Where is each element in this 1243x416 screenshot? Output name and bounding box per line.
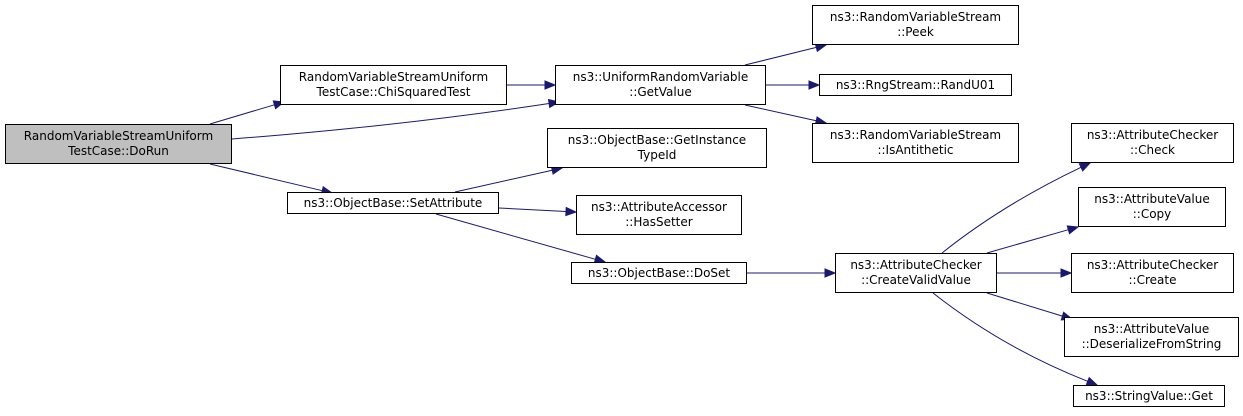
edge-createvalid-to-strget — [932, 292, 1088, 382]
node-chi-squared-test[interactable]: RandomVariableStreamUniform TestCase::Ch… — [280, 65, 507, 105]
edge-createvalid-to-copy — [986, 229, 1069, 254]
node-chi-squared-test-line1: RandomVariableStreamUniform — [298, 70, 489, 84]
node-chi-squared-test-line2: TestCase::ChiSquaredTest — [316, 85, 471, 99]
node-check-line1: ns3::AttributeChecker — [1086, 128, 1219, 142]
node-check-line2: ::Check — [1130, 143, 1175, 157]
arrowhead-chisq-to-urv_getvalue — [544, 80, 557, 90]
edge-createvalid-to-deser — [986, 292, 1063, 317]
node-string-value-get-line1: ns3::StringValue::Get — [1085, 388, 1213, 403]
node-deserialize-from-string-line1: ns3::AttributeValue — [1093, 322, 1210, 336]
node-create-valid-value-line2: ::CreateValidValue — [861, 273, 971, 287]
node-dorun: RandomVariableStreamUniform TestCase::Do… — [5, 124, 232, 164]
node-do-set[interactable]: ns3::ObjectBase::DoSet — [571, 262, 747, 284]
edge-dorun-to-urv_getvalue — [231, 103, 550, 140]
node-has-setter-line1: ns3::AttributeAccessor — [591, 200, 727, 214]
node-has-setter-line2: ::HasSetter — [625, 215, 693, 229]
arrowhead-urv_getvalue-to-randu01 — [808, 80, 821, 90]
node-set-attribute-line1: ns3::ObjectBase::SetAttribute — [303, 195, 483, 210]
node-uniform-get-value[interactable]: ns3::UniformRandomVariable ::GetValue — [555, 65, 766, 105]
node-dorun-line1: RandomVariableStreamUniform — [23, 129, 214, 143]
node-copy-line1: ns3::AttributeValue — [1094, 192, 1210, 206]
edge-setattr-to-gettypeid — [454, 169, 553, 193]
node-create-valid-value[interactable]: ns3::AttributeChecker ::CreateValidValue — [835, 253, 997, 293]
arrowhead-createvalid-to-check — [1078, 162, 1092, 172]
node-check[interactable]: ns3::AttributeChecker ::Check — [1071, 123, 1234, 163]
edge-setattr-to-hassetter — [498, 207, 567, 212]
edge-urv_getvalue-to-isanti — [744, 104, 817, 122]
node-is-antithetic-line2: ::IsAntithetic — [877, 143, 954, 157]
node-get-instance-type-id-line2: TypeId — [637, 148, 677, 162]
node-create[interactable]: ns3::AttributeChecker ::Create — [1071, 253, 1234, 293]
node-deserialize-from-string-line2: ::DeserializeFromString — [1081, 337, 1222, 351]
node-peek-line1: ns3::RandomVariableStream — [829, 10, 1002, 24]
node-create-line2: ::Create — [1128, 273, 1177, 287]
arrowhead-createvalid-to-strget — [1085, 376, 1099, 386]
edge-createvalid-to-check — [941, 166, 1082, 254]
node-dorun-line2: TestCase::DoRun — [68, 144, 169, 158]
node-copy-line2: ::Copy — [1132, 207, 1172, 221]
node-deserialize-from-string[interactable]: ns3::AttributeValue ::DeserializeFromStr… — [1064, 317, 1239, 357]
node-is-antithetic[interactable]: ns3::RandomVariableStream ::IsAntithetic — [812, 123, 1019, 163]
node-rand-u01-line1: ns3::RngStream::RandU01 — [835, 77, 996, 92]
arrowhead-createvalid-to-copy — [1066, 225, 1080, 235]
node-uniform-get-value-line1: ns3::UniformRandomVariable — [572, 70, 749, 84]
edge-setattr-to-doset — [435, 213, 596, 260]
node-peek[interactable]: ns3::RandomVariableStream ::Peek — [812, 5, 1019, 45]
node-has-setter[interactable]: ns3::AttributeAccessor ::HasSetter — [576, 195, 742, 235]
arrowhead-createvalid-to-create — [1060, 268, 1073, 278]
arrowhead-doset-to-createvalid — [824, 268, 837, 278]
node-copy[interactable]: ns3::AttributeValue ::Copy — [1078, 187, 1226, 227]
node-set-attribute[interactable]: ns3::ObjectBase::SetAttribute — [287, 192, 499, 214]
node-do-set-line1: ns3::ObjectBase::DoSet — [587, 265, 731, 280]
arrowhead-setattr-to-hassetter — [565, 206, 578, 217]
node-peek-line2: ::Peek — [897, 25, 934, 39]
edge-dorun-to-chisq — [209, 104, 275, 125]
node-string-value-get[interactable]: ns3::StringValue::Get — [1073, 385, 1225, 407]
node-uniform-get-value-line2: ::GetValue — [629, 85, 692, 99]
node-create-valid-value-line1: ns3::AttributeChecker — [850, 258, 982, 272]
edge-urv_getvalue-to-peek — [744, 46, 817, 66]
node-is-antithetic-line1: ns3::RandomVariableStream — [829, 128, 1002, 142]
node-rand-u01[interactable]: ns3::RngStream::RandU01 — [819, 74, 1012, 96]
node-get-instance-type-id-line1: ns3::ObjectBase::GetInstance — [567, 133, 747, 147]
node-get-instance-type-id[interactable]: ns3::ObjectBase::GetInstance TypeId — [547, 128, 767, 168]
edge-dorun-to-setattr — [209, 163, 323, 192]
node-create-line1: ns3::AttributeChecker — [1086, 258, 1219, 272]
